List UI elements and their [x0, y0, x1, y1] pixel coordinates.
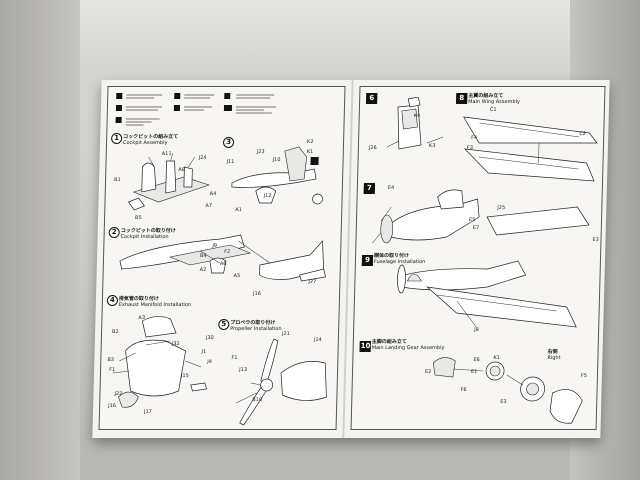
part-label: F3 — [466, 145, 474, 151]
part-label: J15 — [180, 373, 189, 379]
part-label: A2 — [199, 267, 207, 273]
part-label: K1 — [306, 149, 314, 155]
step-number: 4 — [106, 295, 119, 306]
right-page: 6 J26 K3 K4 8 主翼の組み立て Main Wing Assembly… — [350, 86, 606, 430]
landing-gear-drawing — [432, 357, 583, 424]
step-title-en: Exhaust Manifold Installation — [118, 302, 192, 308]
part-label: J13 — [239, 367, 248, 373]
part-label: J11 — [226, 159, 235, 165]
part-label: K1 — [493, 355, 500, 361]
part-label: J16 — [253, 291, 262, 297]
part-label: J16 — [108, 403, 117, 409]
part-label: J22 — [114, 391, 123, 397]
part-label: F2 — [224, 249, 231, 255]
box-inner-top-wall — [0, 0, 640, 78]
part-label: B2 — [112, 329, 119, 335]
part-label: F6 — [460, 387, 467, 393]
cockpit-installation-drawing — [119, 234, 326, 282]
part-label: J30 — [205, 335, 214, 341]
part-label: A3 — [138, 315, 146, 321]
part-label: K3 — [428, 143, 436, 149]
part-label: F5 — [580, 373, 588, 379]
part-label: J27 — [308, 279, 317, 285]
part-label: B4 — [200, 253, 207, 259]
part-label: E5 — [468, 217, 476, 223]
part-label: A5 — [233, 273, 241, 279]
step-number: 5 — [218, 319, 230, 330]
part-label: J25 — [497, 205, 506, 211]
symbol-legend — [113, 91, 336, 131]
part-label: B10 — [252, 397, 263, 403]
cockpit-canopy-drawing — [386, 97, 444, 150]
part-label: A11 — [161, 151, 172, 157]
propeller-drawing — [236, 338, 327, 426]
part-label: A1 — [235, 207, 242, 213]
left-page: 1 コックピットの組み立て Cockpit Assembly A11 J24 B… — [98, 86, 346, 430]
main-wing-drawing — [463, 116, 598, 182]
part-label: C2 — [579, 131, 587, 137]
part-label: A4 — [209, 191, 217, 197]
part-label: J1 — [201, 349, 207, 355]
part-label: J10 — [272, 157, 281, 163]
part-label: E4 — [387, 185, 395, 191]
part-label: J32 — [171, 341, 180, 347]
part-label: J4 — [207, 359, 213, 365]
right-side-label-en: Right — [547, 355, 561, 361]
exhaust-manifold-drawing — [112, 316, 208, 408]
part-label: J24 — [198, 155, 207, 161]
part-label: F1 — [231, 355, 238, 361]
part-label: E7 — [472, 225, 480, 231]
fuselage-installation-drawing — [397, 260, 577, 328]
part-label: E2 — [424, 369, 432, 375]
legend-symbols — [115, 93, 276, 126]
fuselage-wing-join-drawing — [372, 189, 590, 244]
step-number: 1 — [111, 133, 123, 144]
step-number: 6 — [366, 93, 378, 104]
part-label: E6 — [473, 357, 480, 363]
part-label: J12 — [263, 193, 272, 199]
part-label: J17 — [143, 409, 152, 415]
cockpit-assembly-drawing — [127, 152, 210, 211]
part-label: K2 — [306, 139, 314, 145]
part-label: J9 — [212, 243, 218, 249]
part-label: J8 — [474, 327, 479, 333]
step-title-en: Cockpit Assembly — [122, 140, 168, 146]
part-label: A8 — [178, 167, 186, 173]
part-label: E1 — [470, 369, 478, 375]
step-number: 10 — [359, 341, 371, 352]
part-label: A6 — [219, 261, 227, 267]
part-label: F4 — [471, 135, 478, 141]
step-title-en: Main Landing Gear Assembly — [371, 345, 445, 351]
part-label: F1 — [109, 367, 116, 373]
box-inner-left-wall — [0, 0, 80, 480]
instruction-sheet: 1 コックピットの組み立て Cockpit Assembly A11 J24 B… — [92, 80, 610, 438]
fuselage-half-drawing — [231, 146, 323, 205]
part-label: B3 — [107, 357, 115, 363]
step-title-en: Propeller Installation — [230, 326, 282, 332]
part-label: J26 — [368, 145, 377, 151]
part-label: E3 — [592, 237, 599, 243]
part-label: B1 — [113, 177, 121, 183]
part-label: J23 — [256, 149, 265, 155]
part-label: C1 — [489, 107, 497, 113]
part-label: J21 — [281, 331, 290, 337]
part-label: K4 — [413, 113, 421, 119]
part-label: J14 — [313, 337, 322, 343]
part-label: E3 — [500, 399, 507, 405]
